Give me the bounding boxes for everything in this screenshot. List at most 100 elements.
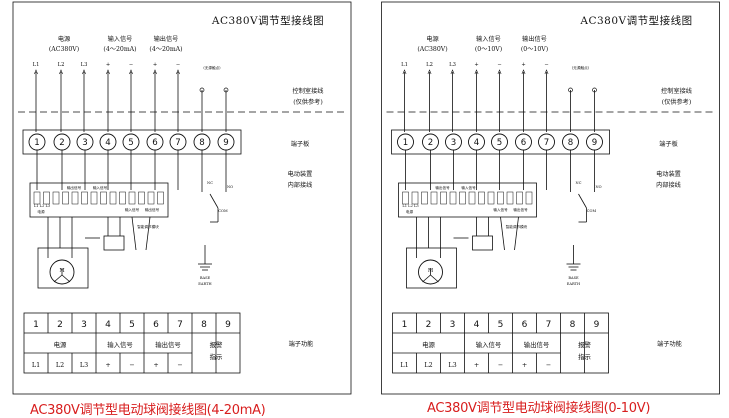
terminal-number-2: 2 — [59, 138, 64, 148]
table-number-3: 3 — [450, 320, 456, 330]
internal-wiring-label: 内部接线 — [656, 181, 681, 189]
wire-arrow-1 — [402, 69, 407, 75]
table-bottom-2: L2 — [56, 361, 64, 369]
table-input-label: 输入信号 — [107, 340, 133, 349]
limit-contact-1 — [131, 216, 137, 251]
terminal-table — [23, 312, 241, 374]
alarm-contact-9 — [592, 87, 597, 93]
table-number-6: 6 — [153, 320, 159, 330]
wire-label-3: L3 — [81, 62, 88, 68]
device-pin-5 — [71, 191, 79, 205]
device-pin-6 — [81, 191, 88, 205]
earth-label: EARTH — [567, 282, 580, 286]
wire-label-4: + — [474, 62, 478, 68]
terminal-number-7: 7 — [175, 138, 180, 148]
wiring-diagram-0-10v: AC380V调节型接线图电源(AC380V)输入信号(0～10V)输出信号(0～… — [381, 1, 720, 395]
com-label: COM — [218, 209, 228, 213]
terminal-number-3: 3 — [451, 138, 456, 148]
table-bottom-7: − — [546, 361, 551, 369]
terminal-board-strip — [391, 129, 610, 155]
device-output-label-bottom: 输出信号 — [513, 207, 528, 212]
table-bottom-3: L3 — [448, 361, 456, 369]
output-signal-label: 输出信号 — [522, 35, 547, 43]
terminal-number-6: 6 — [152, 138, 157, 148]
table-output-label: 输出信号 — [524, 340, 550, 349]
wire-arrow-2 — [427, 69, 432, 75]
device-lines-label: L1 L2 L3 — [402, 204, 419, 208]
table-bottom-3: L3 — [80, 361, 88, 369]
device-lines-label: L1 L2 L3 — [34, 204, 51, 208]
input-signal-label: 输入信号 — [108, 35, 133, 43]
device-pin-8 — [468, 191, 476, 205]
device-power-label: 电源 — [406, 209, 414, 214]
caption-4-20ma: AC380V调节型电动球阀接线图(4-20mA) — [30, 403, 266, 418]
terminal-number-8: 8 — [199, 138, 204, 148]
no-label: NO — [227, 185, 233, 189]
device-pin-12 — [138, 191, 145, 205]
device-pin-2 — [43, 191, 50, 205]
table-number-2: 2 — [426, 320, 432, 330]
limit-contact-2 — [145, 216, 151, 251]
passive-contact-label: (无源触点) — [203, 65, 221, 70]
terminal-number-9: 9 — [592, 138, 597, 148]
device-pin-12 — [506, 191, 514, 205]
table-bottom-1: L1 — [400, 361, 408, 369]
wire-label-6: + — [153, 62, 157, 68]
terminal-board-label: 端子板 — [659, 140, 678, 148]
table-number-5: 5 — [129, 320, 135, 330]
table-input-label: 输入信号 — [476, 340, 502, 349]
input-signal-range: (0～10V) — [475, 46, 502, 53]
output-signal-range: (4～20mA) — [149, 46, 182, 53]
wire-label-5: − — [497, 62, 501, 68]
terminal-number-7: 7 — [544, 138, 549, 148]
device-pin-13 — [516, 191, 523, 205]
com-label: COM — [587, 209, 597, 213]
table-bottom-6: + — [153, 361, 158, 369]
wire-label-6: + — [521, 62, 525, 68]
device-label: 电动装置 — [656, 170, 681, 178]
nc-label: NC — [576, 181, 582, 185]
terminal-function-label: 端子功能 — [657, 340, 682, 348]
device-pin-7 — [459, 191, 466, 205]
motor-winding-2 — [430, 274, 439, 283]
device-pin-9 — [109, 191, 117, 205]
table-bottom-2: L2 — [424, 361, 432, 369]
device-pin-9 — [478, 191, 485, 205]
table-number-1: 1 — [33, 320, 39, 330]
terminal-number-1: 1 — [403, 138, 408, 148]
terminal-number-6: 6 — [521, 138, 526, 148]
wire-label-3: L3 — [449, 62, 456, 68]
motor-enclosure — [37, 247, 89, 289]
wire-arrow-6 — [153, 69, 157, 75]
alarm-contact-8 — [568, 87, 573, 93]
wire-arrow-3 — [82, 69, 86, 75]
power-label: 电源 — [426, 35, 438, 43]
diagram-frame — [12, 1, 352, 395]
device-pin-1 — [33, 191, 41, 205]
device-pin-2 — [411, 191, 419, 205]
wire-arrow-5 — [497, 69, 502, 75]
wire-arrow-7 — [176, 69, 180, 75]
table-bottom-6: + — [522, 361, 527, 369]
table-number-9: 9 — [594, 320, 600, 330]
terminal-board-strip — [22, 129, 242, 155]
relay-switch-blade — [209, 193, 219, 209]
input-signal-label: 输入信号 — [476, 35, 501, 43]
table-bottom-5: − — [129, 361, 134, 369]
diagram-title: AC380V调节型接线图 — [579, 14, 692, 27]
table-number-3: 3 — [81, 320, 87, 330]
power-sub-label: (AC380V) — [49, 46, 79, 53]
table-alarm-label: 报警 — [210, 340, 223, 349]
terminal-number-1: 1 — [34, 138, 39, 148]
device-pin-11 — [497, 191, 504, 205]
wire-arrow-3 — [450, 69, 455, 75]
power-label: 电源 — [58, 35, 70, 43]
table-indication-label: 指示 — [578, 352, 591, 361]
module-body — [103, 235, 125, 251]
device-pin-6 — [449, 191, 457, 205]
terminal-number-4: 4 — [105, 138, 110, 148]
wire-label-4: + — [106, 62, 110, 68]
terminal-number-2: 2 — [428, 138, 433, 148]
device-input-label-bottom: 输入信号 — [493, 207, 508, 212]
terminal-number-9: 9 — [223, 138, 228, 148]
